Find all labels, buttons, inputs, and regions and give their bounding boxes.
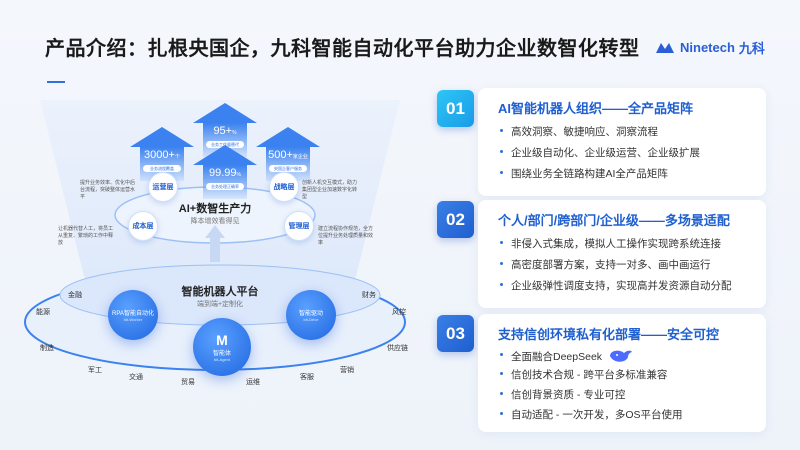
note: 创新人机交互模式，助力集团型企业加速数字化转型: [302, 180, 358, 200]
industry-label: 能源: [36, 309, 50, 316]
stat-arrow: 3000+个业务流程覆盖: [130, 127, 194, 183]
section-item: 企业级弹性调度支持，实现高并发资源自动分配: [498, 278, 766, 293]
stat-tag: 业务流程覆盖: [143, 165, 181, 172]
sphere-name: 智能体: [212, 351, 231, 357]
top-ring-subtitle: 降本增效看得见: [190, 218, 240, 225]
section-badge-03: 03: [437, 315, 474, 352]
sphere-name: 智能驱动: [298, 311, 323, 317]
section-item: 企业级自动化、企业级运营、企业级扩展: [498, 145, 766, 160]
section-item-text: 全面融合DeepSeek: [511, 350, 603, 363]
stat-value: 500+: [268, 149, 293, 161]
logo-icon: [656, 42, 674, 53]
sphere-en: bit-Worker: [123, 317, 143, 322]
note: 建立流程协作规范，全方位提升业务处理质量和效率: [318, 226, 374, 246]
stat-tag: 业务处理正确率: [206, 183, 244, 190]
title-underline: [47, 81, 65, 83]
stat-tag: 业务工作量替代: [206, 141, 244, 148]
industry-label: 贸易: [181, 379, 195, 386]
stat-arrow: 99.99% 业务处理正确率: [193, 145, 257, 201]
deepseek-whale-icon: [610, 350, 633, 362]
node-strategy-layer: 战略层: [269, 172, 299, 202]
section-card-03: 支持信创环境私有化部署——安全可控 全面融合DeepSeek 信创技术合规 - …: [478, 314, 766, 432]
agent-logo-icon: M: [216, 332, 228, 348]
section-title: 支持信创环境私有化部署——安全可控: [498, 327, 720, 342]
sphere-en: bit-Drive: [303, 317, 319, 322]
industry-label: 财务: [362, 292, 376, 299]
top-ring-title: AI+数智生产力: [178, 203, 252, 215]
section-badge-02: 02: [437, 201, 474, 238]
note: 让机器代替人工，将员工从重复、繁琐的工作中释放: [58, 226, 114, 246]
stat-value: 99.99: [209, 167, 237, 179]
stat-value: 95+: [213, 125, 233, 137]
stat-unit: %: [236, 172, 241, 178]
platform-subtitle: 端到端+定制化: [196, 301, 244, 308]
node-operation-layer: 运营层: [148, 172, 178, 202]
logo-cn: 九科: [738, 41, 765, 56]
section-item: 高密度部署方案，支持一对多、画中画运行: [498, 257, 766, 272]
stat-unit: 家企业: [292, 154, 308, 160]
industry-label: 供应链: [387, 345, 408, 352]
node-cost-layer: 成本层: [128, 211, 158, 241]
stat-unit: %: [232, 130, 237, 136]
note: 提升业务效率、优化中后台流程，突破整体运营水平: [80, 180, 136, 200]
platform-label: 智能机器人平台 端到端+定制化: [175, 283, 265, 309]
section-item: 高效洞察、敏捷响应、洞察流程: [498, 124, 766, 139]
section-card-01: AI智能机器人组织——全产品矩阵 高效洞察、敏捷响应、洞察流程企业级自动化、企业…: [478, 88, 766, 196]
industry-label: 营销: [340, 367, 354, 374]
section-card-02: 个人/部门/跨部门/企业级——多场景适配 非侵入式集成，模拟人工操作实现跨系统连…: [478, 200, 766, 308]
industry-label: 军工: [88, 367, 102, 374]
section-item: 围绕业务全链路构建AI全产品矩阵: [498, 166, 766, 181]
stat-tag: 央国企客户服务: [269, 165, 307, 172]
stat-value: 3000+: [144, 149, 175, 161]
top-ring-label: AI+数智生产力 降本增效看得见: [175, 200, 255, 226]
industry-label: 交通: [129, 374, 143, 381]
node-management-layer: 管理层: [284, 211, 314, 241]
section-item: 信创技术合规 - 跨平台多标准兼容: [498, 367, 766, 382]
industry-label: 运维: [246, 379, 260, 386]
section-item: 非侵入式集成，模拟人工操作实现跨系统连接: [498, 236, 766, 251]
section-item: 全面融合DeepSeek: [498, 348, 766, 364]
page-title: 产品介绍：扎根央国企，九科智能自动化平台助力企业数智化转型: [45, 38, 640, 60]
stat-unit: 个: [174, 154, 180, 160]
sphere-en: bit-Agent: [213, 357, 230, 362]
section-badge-01: 01: [437, 90, 474, 127]
industry-label: 金融: [68, 292, 82, 299]
section-item: 信创背景资质 - 专业可控: [498, 387, 766, 402]
section-title: AI智能机器人组织——全产品矩阵: [498, 101, 694, 116]
logo-text: Ninetech: [680, 40, 735, 55]
sphere-name: RPA智能自动化: [112, 311, 154, 317]
section-item: 自动适配 - 一次开发，多OS平台使用: [498, 407, 766, 422]
industry-label: 客服: [300, 374, 314, 381]
platform-title: 智能机器人平台: [181, 286, 259, 298]
industry-label: 风控: [392, 309, 406, 316]
industry-label: 制造: [40, 345, 54, 352]
section-title: 个人/部门/跨部门/企业级——多场景适配: [498, 213, 730, 228]
